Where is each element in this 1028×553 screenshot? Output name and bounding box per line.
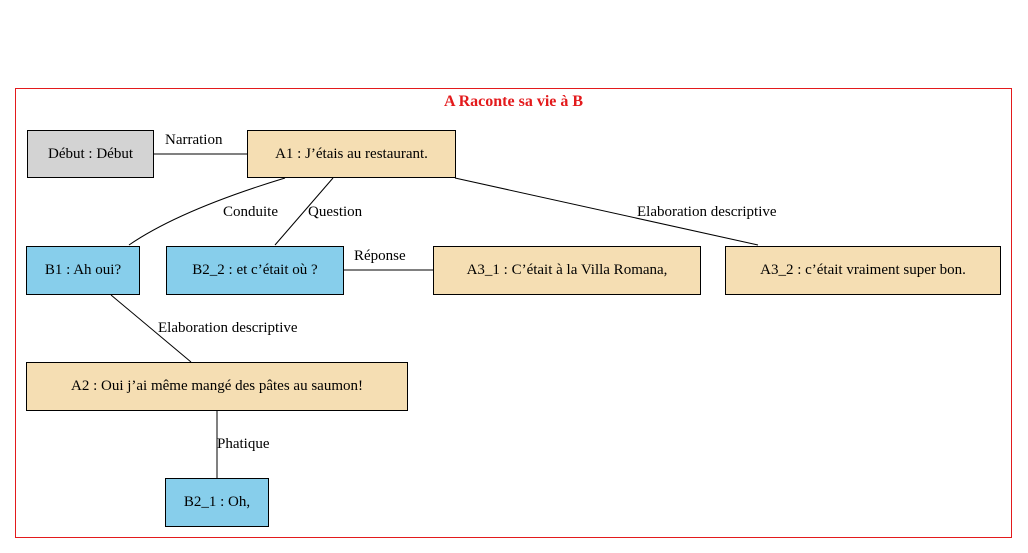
node-b1-label: B1 : Ah oui?	[44, 262, 122, 278]
edge-label-phatique: Phatique	[217, 436, 270, 452]
diagram-frame	[15, 88, 1012, 538]
node-a1-label: A1 : J’étais au restaurant.	[275, 145, 428, 162]
node-a2-label: A2 : Oui j’ai même mangé des pâtes au sa…	[70, 378, 363, 394]
edge-conduite	[128, 177, 286, 246]
node-b1: B1 : Ah oui?	[26, 246, 140, 295]
node-a3-2: A3_2 : c’était vraiment super bon.	[725, 246, 1001, 295]
diagram-title: A Raconte sa vie à B	[443, 93, 584, 110]
node-b2-1: B2_1 : Oh,	[165, 478, 269, 527]
edge-elaboration-a3-2	[454, 177, 759, 246]
node-debut-label: Début : Début	[48, 145, 133, 162]
node-b2-1-label: B2_1 : Oh,	[183, 494, 251, 510]
node-a2: A2 : Oui j’ai même mangé des pâtes au sa…	[26, 362, 408, 411]
edge-label-narration: Narration	[165, 132, 223, 148]
edge-label-conduite: Conduite	[223, 204, 278, 220]
node-a3-1: A3_1 : C’était à la Villa Romana,	[433, 246, 701, 295]
edge-label-question: Question	[308, 204, 363, 220]
node-b2-2-label: B2_2 : et c’était où ?	[192, 262, 318, 278]
edge-elaboration-a2	[110, 294, 192, 363]
edge-label-reponse: Réponse	[354, 248, 406, 264]
edge-question	[274, 177, 334, 246]
node-b2-2: B2_2 : et c’était où ?	[166, 246, 344, 295]
node-a3-2-label: A3_2 : c’était vraiment super bon.	[760, 262, 966, 278]
edge-label-elaboration-a2: Elaboration descriptive	[158, 320, 298, 336]
node-a3-1-label: A3_1 : C’était à la Villa Romana,	[466, 262, 668, 278]
node-debut: Début : Début	[27, 130, 154, 178]
node-a1: A1 : J’étais au restaurant.	[247, 130, 456, 178]
edge-label-elaboration-a3-2: Elaboration descriptive	[637, 204, 777, 220]
